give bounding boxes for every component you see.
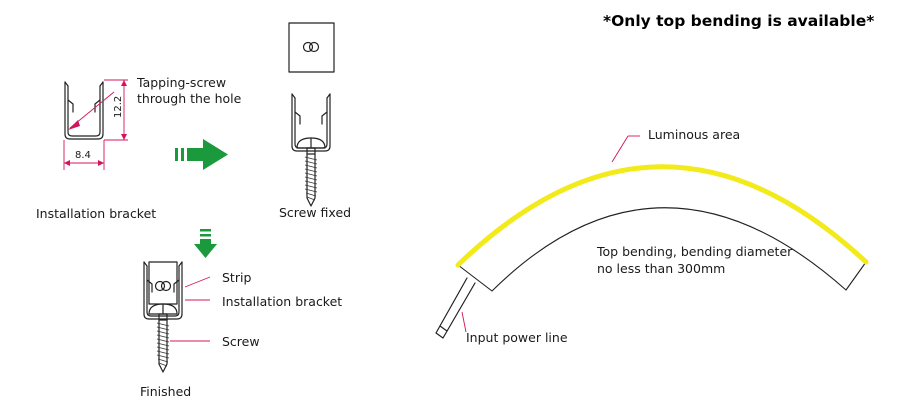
tapping-screw-label-line2: through the hole — [137, 91, 242, 106]
luminous-leader — [611, 135, 629, 163]
screw-label: Screw — [222, 334, 260, 349]
luminous-area-edge — [455, 164, 869, 268]
bent-strip-drawing — [435, 135, 869, 339]
screw-fixed-drawing — [288, 22, 335, 207]
finished-drawing — [143, 261, 211, 373]
installation-bracket-label: Installation bracket — [222, 294, 342, 309]
only-top-bending-note: *Only top bending is available* — [603, 12, 874, 30]
tapping-screw-label-line1: Tapping-screw — [136, 75, 226, 90]
screw-icon — [296, 137, 326, 207]
strip-label: Strip — [222, 270, 251, 285]
arrow-right-icon — [175, 139, 228, 170]
arrow-down-icon — [194, 229, 217, 258]
screw-icon — [148, 303, 178, 373]
dimension-width: 8.4 — [75, 150, 91, 161]
screw-fixed-caption: Screw fixed — [279, 205, 351, 220]
finished-caption: Finished — [140, 384, 191, 399]
luminous-area-label: Luminous area — [648, 127, 740, 142]
bending-note-line1: Top bending, bending diameter — [596, 244, 793, 259]
strip-leader — [184, 276, 211, 288]
strip-plate — [288, 22, 335, 73]
input-power-line — [435, 277, 476, 339]
bracket-drawing — [63, 79, 128, 170]
bending-note-line2: no less than 300mm — [597, 261, 725, 276]
dimension-height: 12.2 — [113, 96, 124, 118]
installation-bracket-caption: Installation bracket — [36, 206, 156, 221]
input-power-line-label: Input power line — [466, 330, 568, 345]
bracket-icon — [64, 81, 104, 140]
power-line-leader — [461, 311, 467, 333]
